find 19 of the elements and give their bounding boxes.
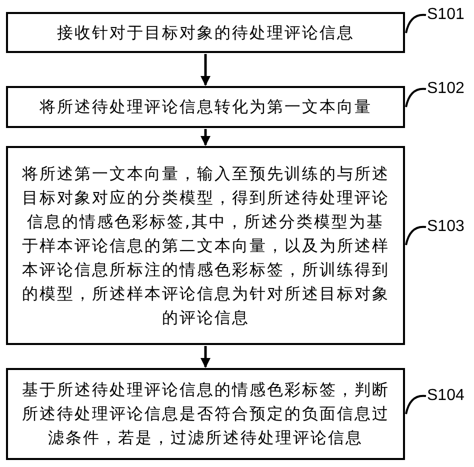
step-text: 接收针对于目标对象的待处理评论信息 xyxy=(56,22,354,44)
leader-line xyxy=(405,226,426,246)
step-text: 基于所述待处理评论信息的情感色彩标签，判断所述待处理评论信息是否符合预定的负面信息过滤条件，若是，过滤所述待处理评论信息 xyxy=(20,379,390,449)
process-box xyxy=(6,146,405,345)
leader-line xyxy=(405,88,426,108)
step-label: S102 xyxy=(427,78,464,100)
process-box xyxy=(6,86,405,128)
step-label: S104 xyxy=(427,385,464,407)
step-label: S101 xyxy=(427,4,464,26)
arrow xyxy=(200,54,210,86)
leader-line xyxy=(405,394,426,414)
step-label: S103 xyxy=(427,216,464,238)
process-box xyxy=(6,12,405,53)
arrow xyxy=(200,129,210,146)
step-text: 将所述第一文本向量，输入至预先训练的与所述目标对象对应的分类模型，得到所述待处理评论信息的情感色彩标签,其中，所述分类模型为基于样本评论信息的第二文本向量，以及为所述样本评论信息所标注的情感色彩标签，所训练得到的模型，所述样本评论信息为针对所述目标对象的评论信息 xyxy=(20,162,390,328)
arrow xyxy=(200,346,210,368)
process-box xyxy=(6,368,405,460)
leader-line xyxy=(405,14,426,34)
step-text: 将所述待处理评论信息转化为第一文本向量 xyxy=(39,96,372,118)
